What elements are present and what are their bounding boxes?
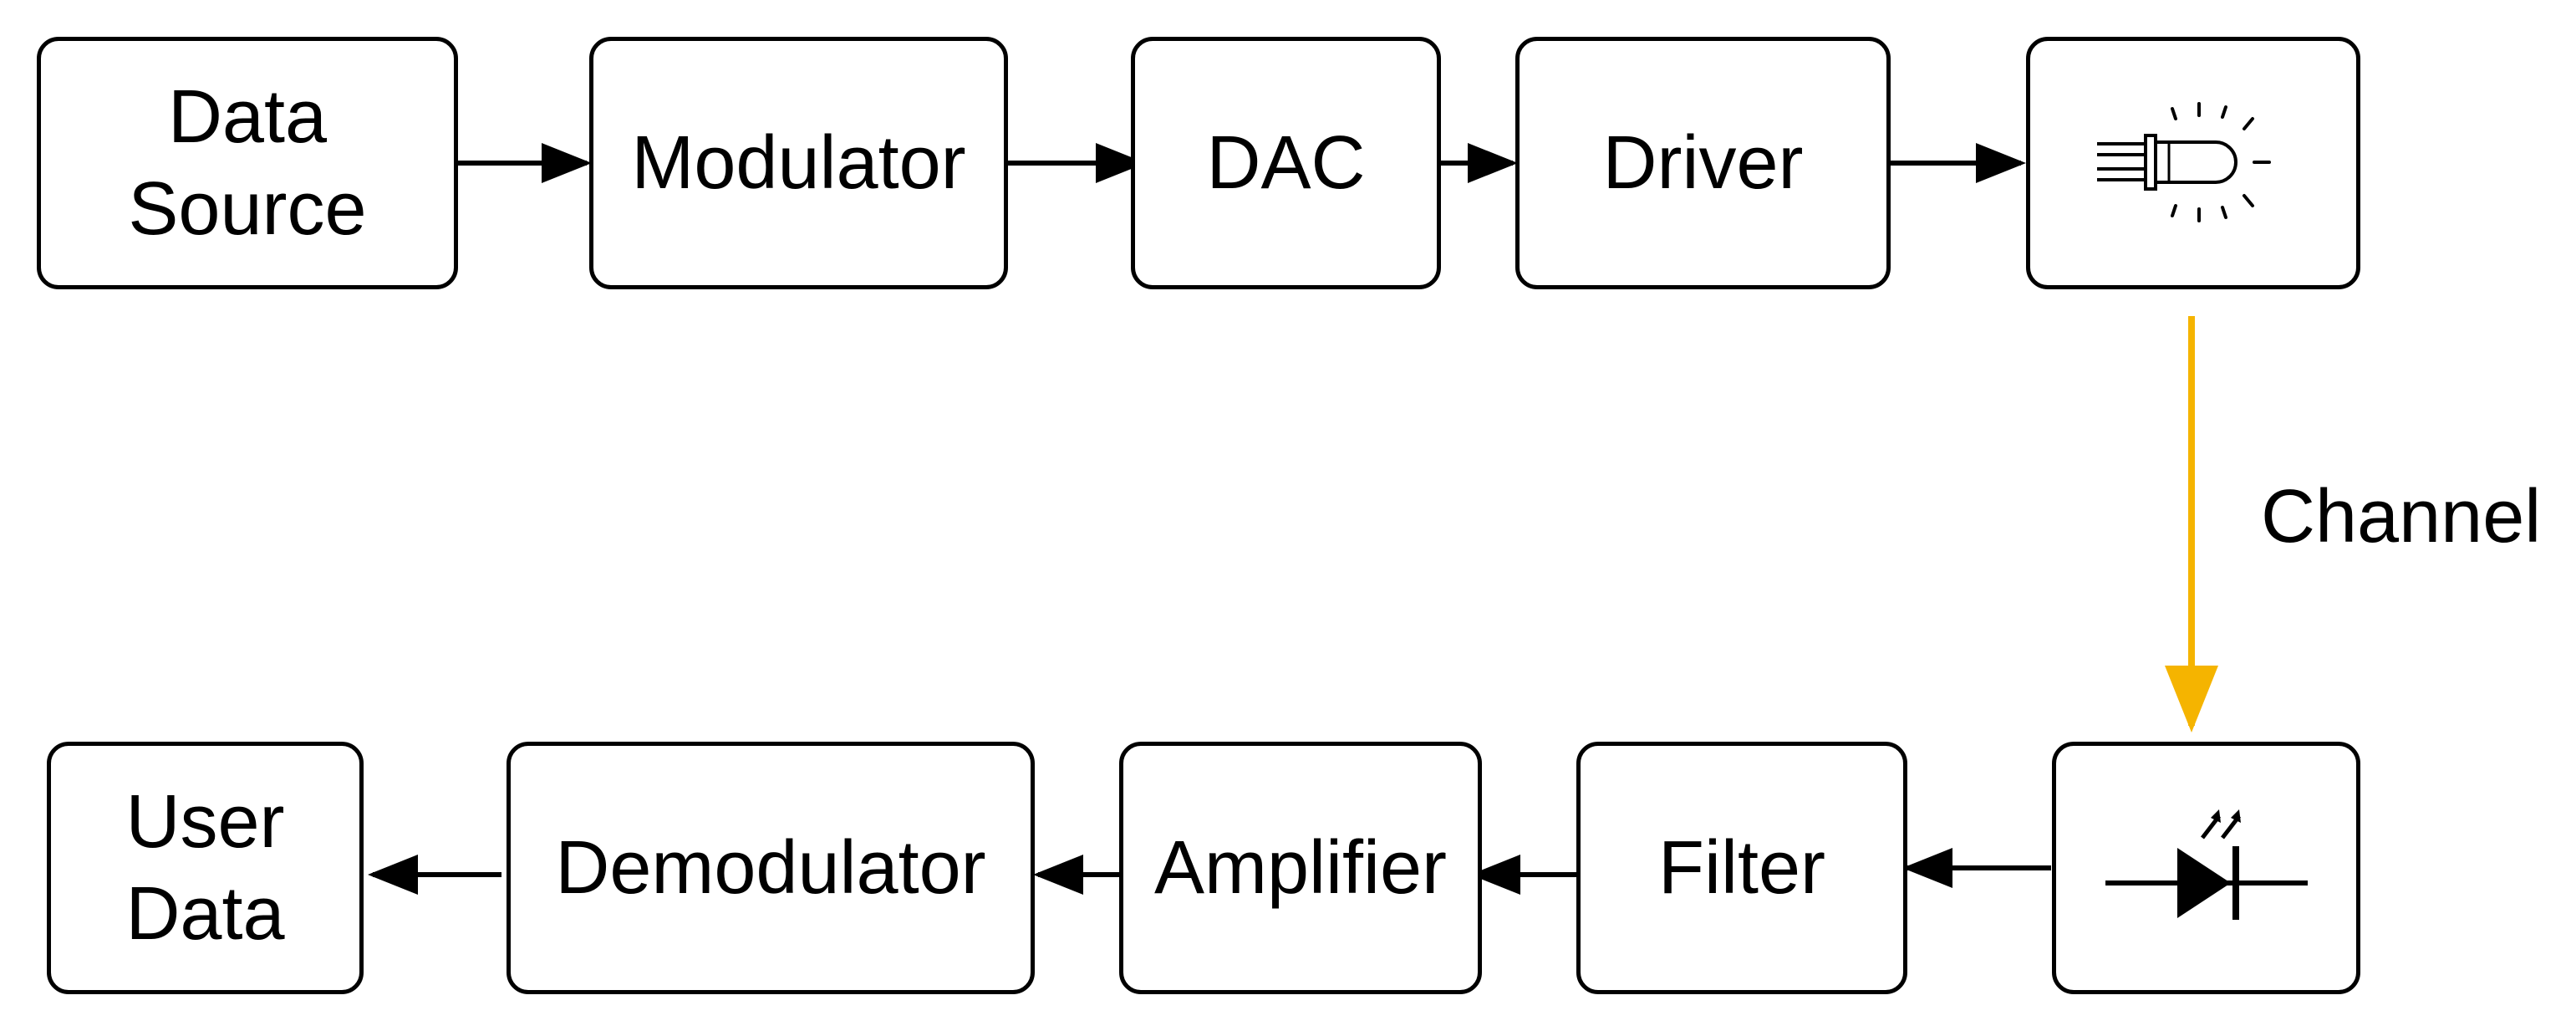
modulator-block: Modulator: [589, 37, 1008, 289]
data-source-label: Data Source: [128, 75, 367, 251]
driver-label: Driver: [1602, 121, 1804, 205]
photodiode-block: [2052, 742, 2360, 994]
photodiode-icon: [2105, 809, 2308, 920]
led-icon: [2097, 102, 2271, 222]
amplifier-label: Amplifier: [1153, 826, 1448, 910]
driver-block: Driver: [1515, 37, 1891, 289]
filter-label: Filter: [1658, 826, 1825, 910]
user-data-label: User Data: [125, 780, 285, 956]
demodulator-label: Demodulator: [555, 826, 986, 910]
demodulator-block: Demodulator: [507, 742, 1035, 994]
filter-block: Filter: [1576, 742, 1907, 994]
user-data-block: User Data: [47, 742, 364, 994]
led-block: [2026, 37, 2360, 289]
amplifier-block: Amplifier: [1119, 742, 1482, 994]
dac-label: DAC: [1206, 121, 1366, 205]
data-source-block: Data Source: [37, 37, 458, 289]
modulator-label: Modulator: [631, 121, 966, 205]
channel-label: Channel: [2261, 475, 2542, 559]
dac-block: DAC: [1131, 37, 1441, 289]
